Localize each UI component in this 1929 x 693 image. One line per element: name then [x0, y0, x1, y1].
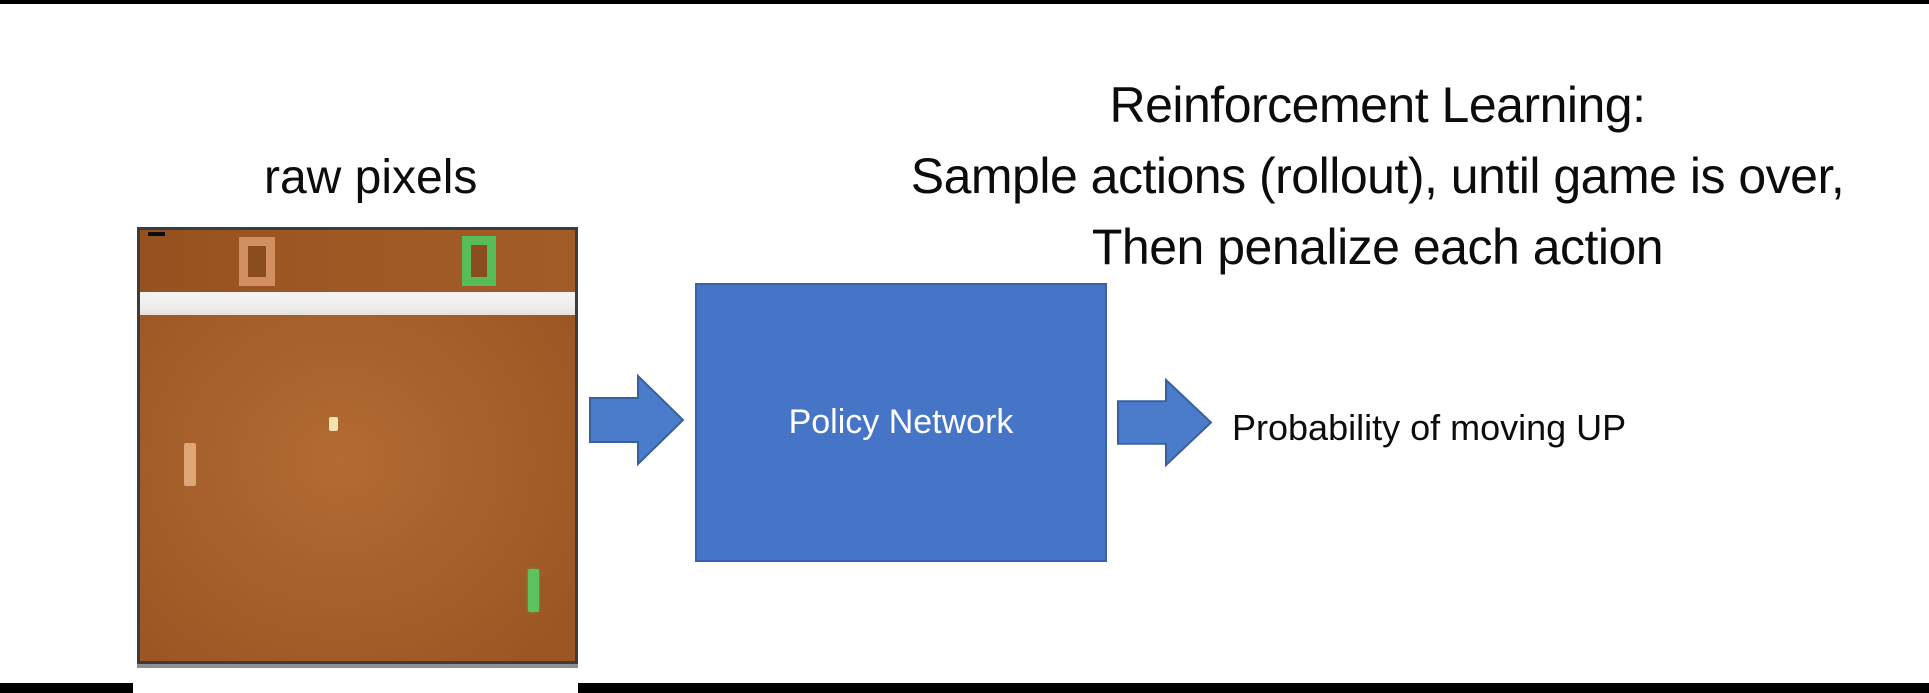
bottom-black-bar-left [0, 683, 133, 693]
screen-corner-notch [148, 232, 165, 236]
top-border-line [0, 0, 1929, 4]
left-player-score-digit [239, 237, 275, 286]
policy-network-label: Policy Network [788, 403, 1014, 441]
right-paddle [528, 569, 539, 612]
right-player-score-digit [462, 236, 496, 286]
pong-ball [329, 417, 338, 431]
policy-network-box: Policy Network [695, 283, 1107, 562]
input-arrow-icon [589, 373, 685, 467]
title-line-1: Reinforcement Learning: [1109, 77, 1646, 133]
playfield [140, 315, 575, 661]
raw-pixels-label: raw pixels [264, 151, 478, 204]
slide-title: Reinforcement Learning: Sample actions (… [830, 70, 1925, 283]
top-wall [140, 292, 575, 315]
output-arrow-icon [1117, 377, 1213, 468]
game-bottom-edge [137, 664, 578, 668]
bottom-black-bar-right [578, 683, 1929, 693]
left-paddle [184, 443, 196, 486]
title-line-2: Sample actions (rollout), until game is … [910, 148, 1845, 204]
pong-screen [140, 230, 575, 661]
score-area [140, 230, 575, 292]
output-probability-label: Probability of moving UP [1232, 406, 1627, 448]
title-line-3: Then penalize each action [1091, 219, 1664, 275]
pong-game-screenshot [137, 227, 578, 664]
